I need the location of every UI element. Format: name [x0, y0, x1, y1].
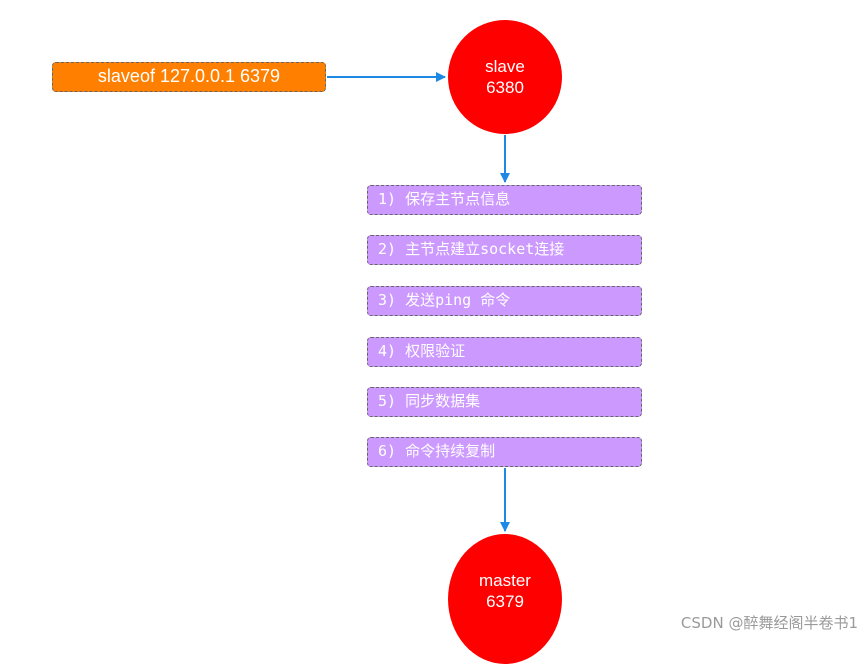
step-label: 6) 命令持续复制	[378, 442, 496, 460]
step-2-socket-connection: 2) 主节点建立socket连接	[367, 235, 642, 265]
step-label: 5) 同步数据集	[378, 392, 481, 410]
step-label: 2) 主节点建立socket连接	[378, 240, 565, 258]
step-label: 1) 保存主节点信息	[378, 190, 511, 208]
master-node: master 6379	[448, 534, 562, 664]
slave-node-name: slave	[485, 57, 525, 76]
watermark-text: CSDN @醉舞经阁半卷书1	[680, 614, 858, 632]
step-4-auth: 4) 权限验证	[367, 337, 642, 367]
master-node-name: master	[479, 571, 531, 590]
slave-node-port: 6380	[486, 78, 524, 97]
replication-flow-diagram: slaveof 127.0.0.1 6379 slave 6380 1) 保存主…	[52, 20, 858, 664]
connector-arrows	[327, 72, 510, 532]
step-3-send-ping: 3) 发送ping 命令	[367, 286, 642, 316]
master-node-port: 6379	[486, 592, 524, 611]
step-1-save-master-info: 1) 保存主节点信息	[367, 185, 642, 215]
slave-node: slave 6380	[448, 20, 562, 134]
step-6-command-propagation: 6) 命令持续复制	[367, 437, 642, 467]
slaveof-command-box: slaveof 127.0.0.1 6379	[52, 62, 326, 92]
slaveof-command-label: slaveof 127.0.0.1 6379	[97, 66, 281, 86]
step-label: 4) 权限验证	[378, 342, 466, 360]
step-label: 3) 发送ping 命令	[378, 291, 511, 309]
step-5-sync-dataset: 5) 同步数据集	[367, 387, 642, 417]
